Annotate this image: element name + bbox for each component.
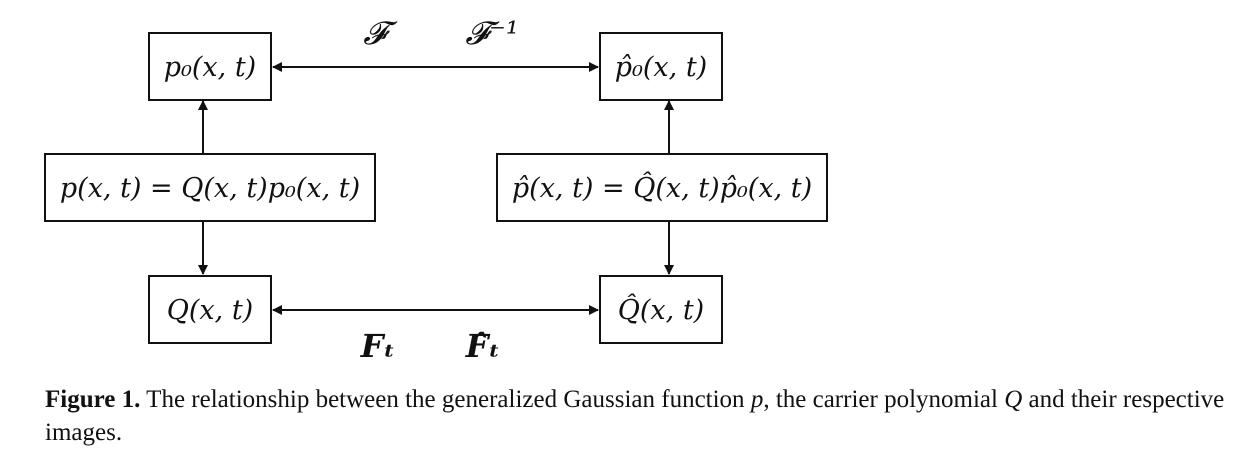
node-Q-hat: Q̂(x, t) [599,275,723,344]
caption-text-3: and their respective images. [45,386,1225,446]
figure-caption: Figure 1. The relationship between the g… [45,383,1225,449]
node-p0-hat: p̂₀(x, t) [599,32,723,101]
node-p0-hat-label: p̂₀(x, t) [615,52,707,83]
figure-label: Figure 1. [45,386,141,413]
node-Q-hat-label: Q̂(x, t) [618,293,704,326]
label-inverse-fourier-transform: 𝓕⁻¹ [465,14,518,52]
node-p-equation: p(x, t) = Q(x, t)p₀(x, t) [44,153,376,222]
caption-variable-p: p [750,386,764,413]
node-p0-label: p₀(x, t) [164,52,256,83]
node-p0: p₀(x, t) [148,32,272,101]
node-Q-label: Q(x, t) [167,295,253,326]
node-p-equation-label: p(x, t) = Q(x, t)p₀(x, t) [60,173,360,204]
node-Q: Q(x, t) [148,275,272,344]
node-p-hat-equation-label: p̂(x, t) = Q̂(x, t)p̂₀(x, t) [512,171,812,204]
node-p-hat-equation: p̂(x, t) = Q̂(x, t)p̂₀(x, t) [496,153,828,222]
relationship-diagram: p₀(x, t) p̂₀(x, t) p(x, t) = Q(x, t)p₀(x… [44,14,828,365]
caption-variable-Q: Q [1004,386,1023,413]
caption-text-2: , the carrier polynomial [763,386,1005,413]
label-operator-F-t: 𝑭ₜ [360,327,396,365]
label-fourier-transform: 𝓕 [363,14,398,52]
label-operator-F-t-hat: 𝑭̂ₜ [465,327,501,365]
caption-text-1: The relationship between the generalized… [140,386,751,413]
